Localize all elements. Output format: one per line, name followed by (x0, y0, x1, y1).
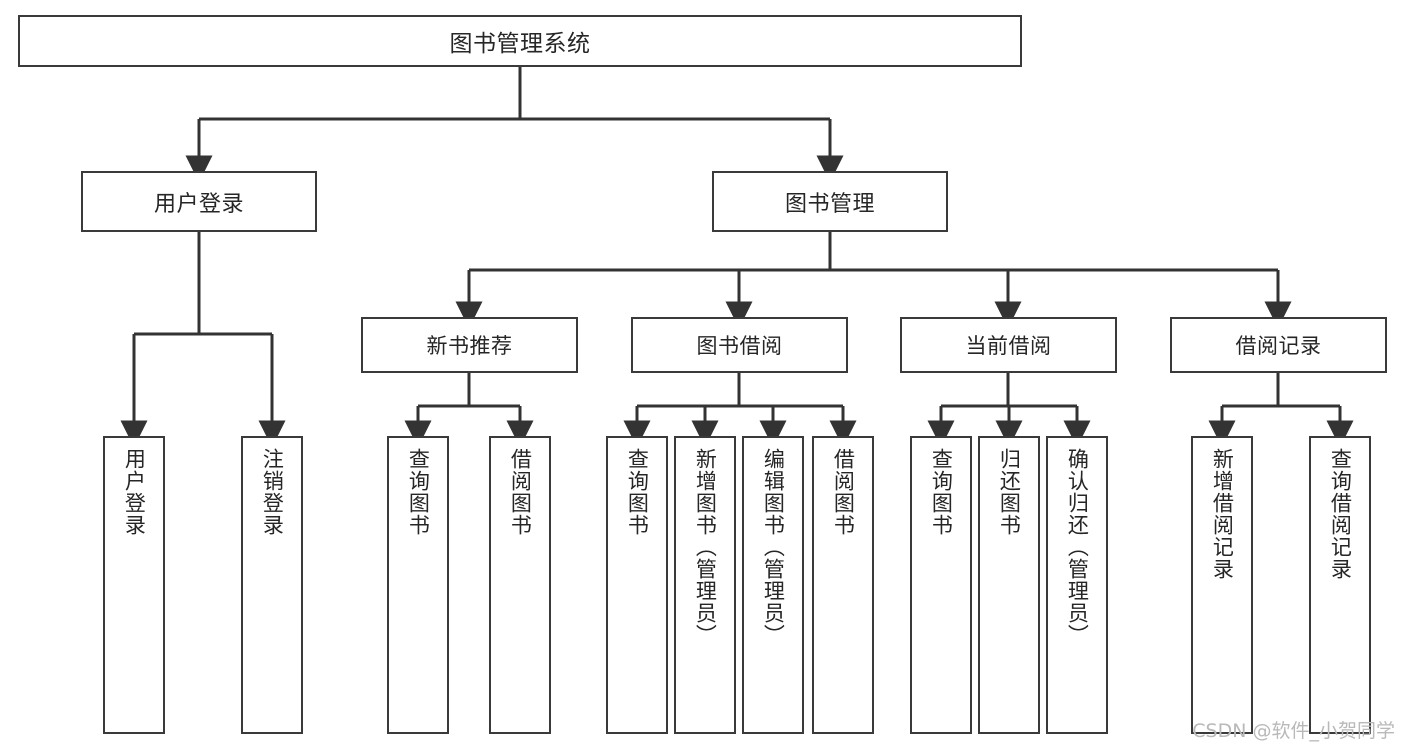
node-book-borrow[interactable]: 图书借阅 (631, 317, 848, 373)
node-leaf-add-borrow-record-label: 新增借阅记录 (1210, 448, 1235, 580)
node-book-management[interactable]: 图书管理 (712, 171, 948, 232)
node-leaf-return-book-label: 归还图书 (997, 448, 1022, 536)
node-leaf-borrow-book-label: 借阅图书 (831, 448, 856, 536)
node-new-book-recommend-label: 新书推荐 (426, 334, 513, 358)
node-current-borrow-label: 当前借阅 (965, 334, 1052, 358)
node-current-borrow[interactable]: 当前借阅 (900, 317, 1117, 373)
watermark: CSDN @软件_小贺同学 (1192, 720, 1395, 742)
node-user-login[interactable]: 用户登录 (81, 171, 317, 232)
node-user-login-label: 用户登录 (153, 191, 244, 217)
node-leaf-user-login[interactable]: 用户登录 (103, 436, 165, 734)
node-root-system[interactable]: 图书管理系统 (18, 15, 1022, 67)
node-leaf-logout-label: 注销登录 (260, 448, 285, 536)
node-leaf-add-book-admin[interactable]: 新增图书（管理员） (674, 436, 736, 734)
node-leaf-query-borrow-record-label: 查询借阅记录 (1328, 448, 1353, 580)
node-leaf-borrow-book[interactable]: 借阅图书 (812, 436, 874, 734)
node-leaf-query-book-recommend-label: 查询图书 (406, 448, 431, 536)
node-leaf-confirm-return-admin[interactable]: 确认归还（管理员） (1046, 436, 1108, 734)
node-borrow-record[interactable]: 借阅记录 (1170, 317, 1387, 373)
node-root-system-label: 图书管理系统 (449, 31, 591, 57)
node-leaf-user-login-label: 用户登录 (122, 448, 147, 536)
node-leaf-query-borrow-record[interactable]: 查询借阅记录 (1309, 436, 1371, 734)
node-new-book-recommend[interactable]: 新书推荐 (361, 317, 578, 373)
node-leaf-query-book-current[interactable]: 查询图书 (910, 436, 972, 734)
node-leaf-logout[interactable]: 注销登录 (241, 436, 303, 734)
node-leaf-query-book-recommend[interactable]: 查询图书 (387, 436, 449, 734)
node-leaf-query-book-borrow-label: 查询图书 (625, 448, 650, 536)
node-leaf-query-book-current-label: 查询图书 (929, 448, 954, 536)
node-leaf-return-book[interactable]: 归还图书 (978, 436, 1040, 734)
node-leaf-confirm-return-admin-label: 确认归还（管理员） (1065, 448, 1090, 646)
node-borrow-record-label: 借阅记录 (1235, 334, 1322, 358)
node-leaf-edit-book-admin-label: 编辑图书（管理员） (761, 448, 786, 646)
node-book-management-label: 图书管理 (784, 191, 875, 217)
node-leaf-edit-book-admin[interactable]: 编辑图书（管理员） (742, 436, 804, 734)
node-leaf-add-book-admin-label: 新增图书（管理员） (693, 448, 718, 646)
node-leaf-add-borrow-record[interactable]: 新增借阅记录 (1191, 436, 1253, 734)
node-leaf-borrow-book-recommend-label: 借阅图书 (508, 448, 533, 536)
node-leaf-query-book-borrow[interactable]: 查询图书 (606, 436, 668, 734)
node-book-borrow-label: 图书借阅 (696, 334, 783, 358)
node-leaf-borrow-book-recommend[interactable]: 借阅图书 (489, 436, 551, 734)
